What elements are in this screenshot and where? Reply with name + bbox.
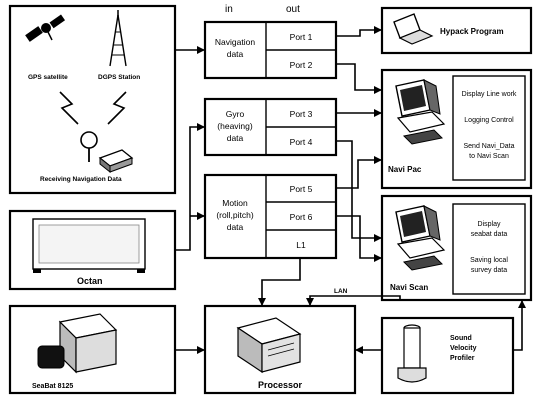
navi-scan-label: Navi Scan [390, 283, 428, 292]
navi-scan-function-3: Saving local [470, 257, 508, 264]
arrow-port6-to-navi-scan [336, 216, 381, 258]
motion-label-2: (roll,pitch) [216, 210, 253, 220]
octan-label: Octan [77, 276, 103, 286]
motion-label-3: data [227, 222, 244, 232]
column-header-in: in [225, 4, 233, 15]
octan-box: Octan [10, 211, 175, 289]
l1-label: L1 [296, 240, 306, 250]
processor-box: Processor [205, 306, 355, 393]
navi-scan-function-2: seabat data [471, 231, 508, 238]
arrow-port4-to-navi-scan [336, 141, 381, 238]
arrow-port2-to-navi-pac [336, 64, 381, 90]
arrow-svp-to-navi-scan [513, 301, 522, 350]
gyro-label-2: (heaving) [217, 121, 253, 131]
navi-scan-functions-panel [453, 204, 525, 294]
navigation-group: Navigation data Port 1 Port 2 [205, 22, 336, 78]
lan-label: LAN [334, 288, 348, 295]
svp-label-1: Sound [450, 335, 472, 342]
port-2-label: Port 2 [290, 60, 313, 70]
arrow-port5-to-navi-pac [336, 160, 381, 188]
svp-label-2: Velocity [450, 345, 477, 352]
navigation-label-2: data [227, 49, 244, 59]
seabat-label: SeaBat 8125 [32, 383, 73, 390]
arrow-l1-to-processor [262, 258, 300, 305]
navi-pac-function-3: Send Navi_Data [464, 143, 515, 150]
navi-scan-function-4: survey data [471, 267, 507, 274]
gyro-label-1: Gyro [226, 109, 245, 119]
svp-label-3: Profiler [450, 355, 475, 362]
column-header-out: out [286, 4, 300, 15]
port-4-label: Port 4 [290, 137, 313, 147]
navi-pac-function-2: Logging Control [464, 117, 514, 124]
arrow-port1-to-hypack [336, 30, 381, 36]
navigation-source-box: GPS satellite DGPS Station Receiving Nav… [10, 6, 175, 193]
motion-group: Motion (roll,pitch) data Port 5 Port 6 L… [205, 175, 336, 258]
port-3-label: Port 3 [290, 109, 313, 119]
seabat-box: SeaBat 8125 [10, 306, 175, 393]
hypack-label: Hypack Program [440, 27, 504, 36]
navigation-label-1: Navigation [215, 37, 255, 47]
navi-scan-box: Navi Scan Display seabat data Saving loc… [382, 196, 531, 300]
dgps-station-label: DGPS Station [98, 74, 140, 81]
svp-box: Sound Velocity Profiler [382, 318, 513, 393]
gps-satellite-label: GPS satellite [28, 74, 68, 81]
motion-label-1: Motion [222, 198, 248, 208]
port-5-label: Port 5 [290, 184, 313, 194]
arrow-octan-to-gyro [175, 127, 204, 250]
navi-scan-function-1: Display [478, 221, 501, 228]
navi-pac-function-1: Display Line work [462, 91, 517, 98]
navi-pac-box: Navi Pac Display Line work Logging Contr… [382, 70, 531, 188]
port-6-label: Port 6 [290, 212, 313, 222]
receiving-nav-label: Receiving Navigation Data [40, 176, 122, 183]
navi-pac-label: Navi Pac [388, 165, 422, 174]
port-1-label: Port 1 [290, 32, 313, 42]
processor-label: Processor [258, 380, 303, 390]
gyro-label-3: data [227, 133, 244, 143]
gyro-group: Gyro (heaving) data Port 3 Port 4 [205, 99, 336, 155]
navi-pac-function-4: to Navi Scan [469, 153, 509, 160]
hypack-box: Hypack Program [382, 8, 531, 53]
